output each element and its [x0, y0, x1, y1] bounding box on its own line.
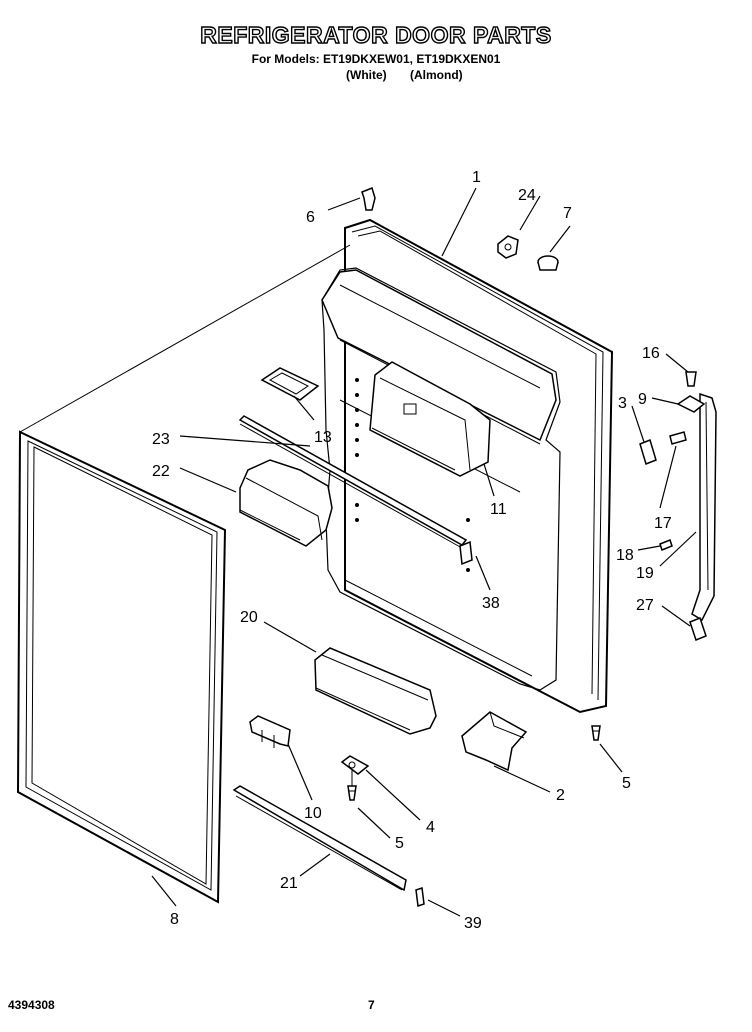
clip-38-part — [459, 540, 473, 566]
handle-screw-16-part — [685, 371, 697, 387]
cap-7-part — [537, 255, 559, 271]
callout-4: 4 — [426, 819, 435, 836]
callout-19: 19 — [636, 565, 654, 582]
callout-22: 22 — [152, 463, 170, 480]
callout-20: 20 — [240, 609, 258, 626]
callout-1: 1 — [472, 169, 481, 186]
screw-17-part — [669, 431, 687, 445]
hinge-cover-part — [249, 715, 291, 748]
callout-5-right: 5 — [622, 775, 631, 792]
callout-38: 38 — [482, 595, 500, 612]
callout-11: 11 — [490, 501, 507, 518]
callout-24: 24 — [518, 187, 536, 204]
clip-24-part — [497, 235, 519, 259]
upper-door-shelf — [321, 269, 557, 442]
callout-3: 3 — [618, 395, 627, 412]
leader-lines — [151, 187, 697, 917]
dairy-door-part — [260, 367, 320, 401]
door-stop-part — [461, 711, 528, 772]
callout-5-bottom: 5 — [395, 835, 404, 852]
callout-8: 8 — [170, 911, 179, 928]
screw-5-left-part — [347, 785, 357, 801]
screw-39-part — [415, 886, 425, 908]
callout-23: 23 — [152, 431, 170, 448]
model-colors: (White) (Almond) — [346, 68, 463, 82]
callout-2: 2 — [556, 787, 565, 804]
callout-17: 17 — [654, 515, 672, 532]
page-number: 7 — [368, 998, 375, 1012]
document-number: 4394308 — [8, 998, 55, 1012]
diagram-title: REFRIGERATOR DOOR PARTS — [200, 21, 552, 48]
model-numbers: For Models: ET19DKXEW01, ET19DKXEN01 — [251, 52, 501, 66]
callout-13: 13 — [314, 429, 332, 446]
handle-bracket-9-part — [676, 395, 706, 413]
screw-5-right-part — [591, 725, 601, 741]
callout-16: 16 — [642, 345, 660, 362]
bottom-strip-part — [232, 785, 407, 892]
clip-18-part — [659, 539, 673, 551]
callout-10: 10 — [304, 805, 322, 822]
handle-end-27-part — [689, 617, 707, 641]
callout-7: 7 — [563, 205, 572, 222]
callout-27: 27 — [636, 597, 654, 614]
door-handle-part — [691, 392, 717, 622]
callout-39: 39 — [464, 915, 482, 932]
plug-6-part — [361, 186, 376, 211]
butter-bin-part — [239, 459, 333, 547]
callout-9: 9 — [638, 391, 647, 408]
dairy-compartment-part — [369, 361, 491, 477]
callout-6: 6 — [306, 209, 315, 226]
bottom-hinge-part — [340, 755, 370, 790]
door-gasket-part — [16, 244, 351, 904]
shelf-trim-23-part — [238, 415, 468, 549]
spacer-3-part — [639, 438, 657, 466]
callout-21: 21 — [280, 875, 298, 892]
callout-18: 18 — [616, 547, 634, 564]
door-bin-part — [314, 647, 437, 735]
